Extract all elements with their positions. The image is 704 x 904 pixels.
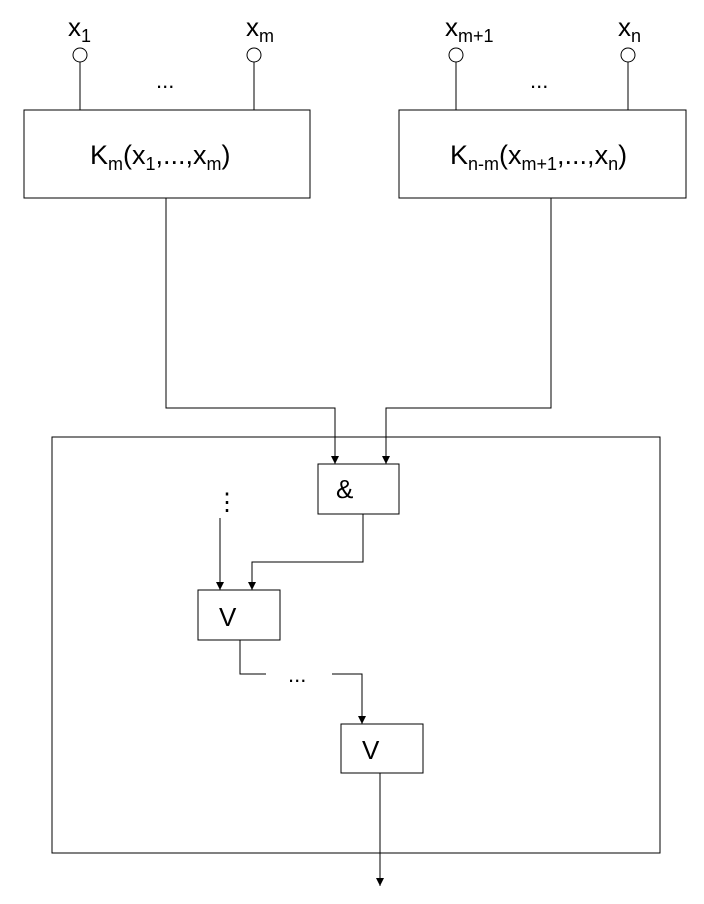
or-gate-1: V (197, 589, 281, 641)
vertical-ellipsis: ⋮ (215, 489, 239, 516)
block-knm: Kn-m(xm+1,...,xn) (398, 109, 687, 199)
right-inputs-ellipsis: ... (530, 68, 548, 93)
and-gate: & (317, 463, 400, 515)
input-pin-xm: xm (246, 12, 274, 110)
or-gate-1-label: V (219, 602, 237, 632)
left-inputs-ellipsis: ... (156, 68, 174, 93)
wire-km-to-and (165, 198, 339, 464)
svg-text:Km(x1,...,xm): Km(x1,...,xm) (90, 140, 231, 174)
svg-text:x1: x1 (68, 12, 91, 46)
and-gate-label: & (336, 474, 353, 504)
input-subscript-n: n (631, 26, 641, 46)
svg-text:xm+1: xm+1 (445, 12, 494, 46)
svg-text:Kn-m(xm+1,...,xn): Kn-m(xm+1,...,xn) (450, 140, 627, 174)
wire-and-to-or1 (248, 514, 364, 590)
wire-knm-to-and (382, 198, 552, 464)
input-pin-x1: x1 (68, 12, 91, 110)
svg-text:xm: xm (246, 12, 274, 46)
wire-chain-to-or2 (332, 673, 366, 724)
or-gate-2-label: V (362, 735, 380, 765)
svg-text:xn: xn (618, 12, 641, 46)
input-subscript-m1: m+1 (458, 26, 494, 46)
block-km: Km(x1,...,xm) (23, 109, 311, 199)
wire-or1-out (239, 640, 266, 675)
input-label-x1: x (68, 12, 81, 42)
input-label-xm1: x (445, 12, 458, 42)
input-pin-xn: xn (618, 12, 641, 110)
composition-frame (51, 436, 661, 854)
input-label-xm: x (246, 12, 259, 42)
input-pin-xm1: xm+1 (445, 12, 494, 110)
chain-ellipsis: ... (288, 662, 306, 687)
input-subscript-1: 1 (81, 26, 91, 46)
input-label-xn: x (618, 12, 631, 42)
input-subscript-m: m (259, 26, 274, 46)
or-gate-2: V (340, 723, 424, 774)
